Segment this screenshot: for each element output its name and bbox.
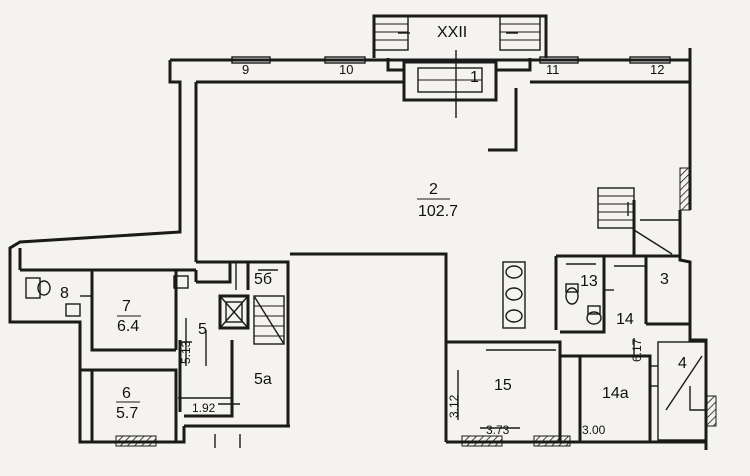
- bottom-hatches: [214, 395, 717, 448]
- top-windows: [231, 56, 671, 64]
- dimension-3-12: 3.12: [447, 394, 461, 418]
- room-5b-number: 5б: [254, 271, 272, 288]
- room-13-number: 13: [580, 273, 598, 290]
- room-7-number: 7: [122, 298, 131, 315]
- room-5-number: 5: [198, 321, 207, 338]
- dimension-5-13: 5.13: [179, 340, 193, 364]
- dimension-ticks: [178, 318, 635, 429]
- stair-4: [650, 341, 707, 441]
- window-label-11: 11: [546, 62, 560, 77]
- room-2-number: 2: [429, 181, 438, 198]
- room-1-number: 1: [470, 69, 479, 86]
- room-6-area: 5.7: [116, 405, 138, 422]
- room-7-area: 6.4: [117, 318, 139, 335]
- room-15-number: 15: [494, 377, 512, 394]
- sinks: [502, 261, 526, 329]
- room-6-number: 6: [122, 385, 131, 402]
- window-label-9: 9: [242, 62, 249, 77]
- room-14-number: 14: [616, 311, 634, 328]
- toilets: [565, 263, 614, 325]
- side-stair: [597, 167, 691, 258]
- hall-walls: [194, 80, 690, 442]
- room-2-area: 102.7: [418, 203, 458, 220]
- room-14a-number: 14a: [602, 385, 629, 402]
- core-rooms: [173, 262, 285, 418]
- room-4-number: 4: [678, 355, 687, 372]
- room-8-number: 8: [60, 285, 69, 302]
- window-label-12: 12: [650, 62, 664, 77]
- fraction-lines: [116, 198, 450, 403]
- stair-label: XXII: [437, 24, 467, 41]
- left-rooms: [20, 268, 196, 447]
- room-3-number: 3: [660, 271, 669, 288]
- dimension-3-00: 3.00: [582, 423, 606, 437]
- dimension-3-73: 3.73: [486, 423, 510, 437]
- window-label-10: 10: [339, 62, 353, 77]
- room-5a-number: 5a: [254, 371, 272, 388]
- dimension-6-17: 6.17: [630, 338, 644, 362]
- labels: XXII 9 10 11 12 1 2 102.7 3 4 5 5a 5б 6 …: [60, 24, 687, 437]
- dimension-1-92: 1.92: [192, 401, 216, 415]
